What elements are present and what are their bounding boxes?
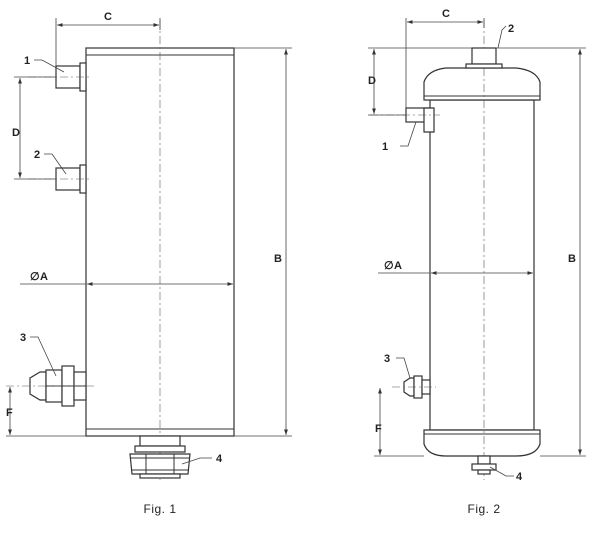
fig1-dimension-a: ∅ A bbox=[20, 271, 233, 286]
fig1-dimension-f: F bbox=[6, 387, 86, 437]
fig2-dim-b-label: B bbox=[568, 253, 576, 265]
fig1-dim-f-label: F bbox=[6, 407, 13, 419]
fig1-part-2-label: 2 bbox=[34, 149, 40, 161]
fig2-dimension-d: D bbox=[368, 47, 472, 116]
fig2-diameter-symbol: ∅ bbox=[384, 260, 394, 272]
fig1-connection-1 bbox=[28, 62, 92, 92]
fig1-dim-d-label: D bbox=[12, 127, 20, 139]
fig2-part-1-label: 1 bbox=[382, 141, 388, 153]
fig1-part-3-label: 3 bbox=[20, 332, 26, 344]
fig2-connection-3-flare-fitting bbox=[392, 375, 436, 399]
fig1-dimension-d: D bbox=[12, 76, 56, 180]
fig2-connection-1 bbox=[370, 107, 440, 133]
fig1-part-1-label: 1 bbox=[24, 55, 30, 67]
fig2-part-4-label: 4 bbox=[516, 471, 523, 483]
fig1-dimension-c: C bbox=[55, 11, 161, 66]
fig2-dim-a-label: A bbox=[394, 260, 402, 272]
fig1-part-4-label: 4 bbox=[216, 453, 223, 465]
fig2-connection-4-bottom-stem bbox=[471, 455, 497, 475]
fig2-connection-2 bbox=[465, 47, 503, 69]
fig2-caption: Fig. 2 bbox=[467, 502, 500, 516]
fig2-vessel-body bbox=[423, 67, 541, 457]
fig2-dimension-b: B bbox=[496, 47, 586, 457]
fig1-connection-3-flare-fitting bbox=[6, 365, 94, 407]
fig1-dim-a-label: A bbox=[40, 271, 48, 283]
fig2-part-leaders: 2 1 3 4 bbox=[382, 23, 523, 483]
fig2-part-2-label: 2 bbox=[508, 23, 514, 35]
fig1-caption: Fig. 1 bbox=[143, 502, 176, 516]
fig2-dim-d-label: D bbox=[368, 75, 376, 87]
fig1-dim-b-label: B bbox=[274, 253, 282, 265]
fig1-part-leaders: 1 2 3 4 bbox=[20, 55, 223, 465]
fig1-connection-2 bbox=[28, 164, 92, 194]
fig2-dimension-f: F bbox=[374, 388, 424, 457]
fig1-dim-c-label: C bbox=[104, 11, 112, 23]
fig2-dim-f-label: F bbox=[375, 423, 382, 435]
fig1-connection-4-bottom-nut bbox=[129, 435, 191, 479]
fig2-part-3-label: 3 bbox=[384, 353, 390, 365]
figure-2: C D ∅ A B F bbox=[368, 8, 586, 516]
fig2-dimension-a: ∅ A bbox=[378, 260, 533, 275]
fig2-dimension-c: C bbox=[405, 8, 485, 108]
fig1-dimension-b: B bbox=[234, 47, 292, 437]
figure-1: C D ∅ A B F bbox=[6, 11, 292, 516]
fig1-diameter-symbol: ∅ bbox=[30, 271, 40, 283]
fig2-dim-c-label: C bbox=[442, 8, 450, 20]
